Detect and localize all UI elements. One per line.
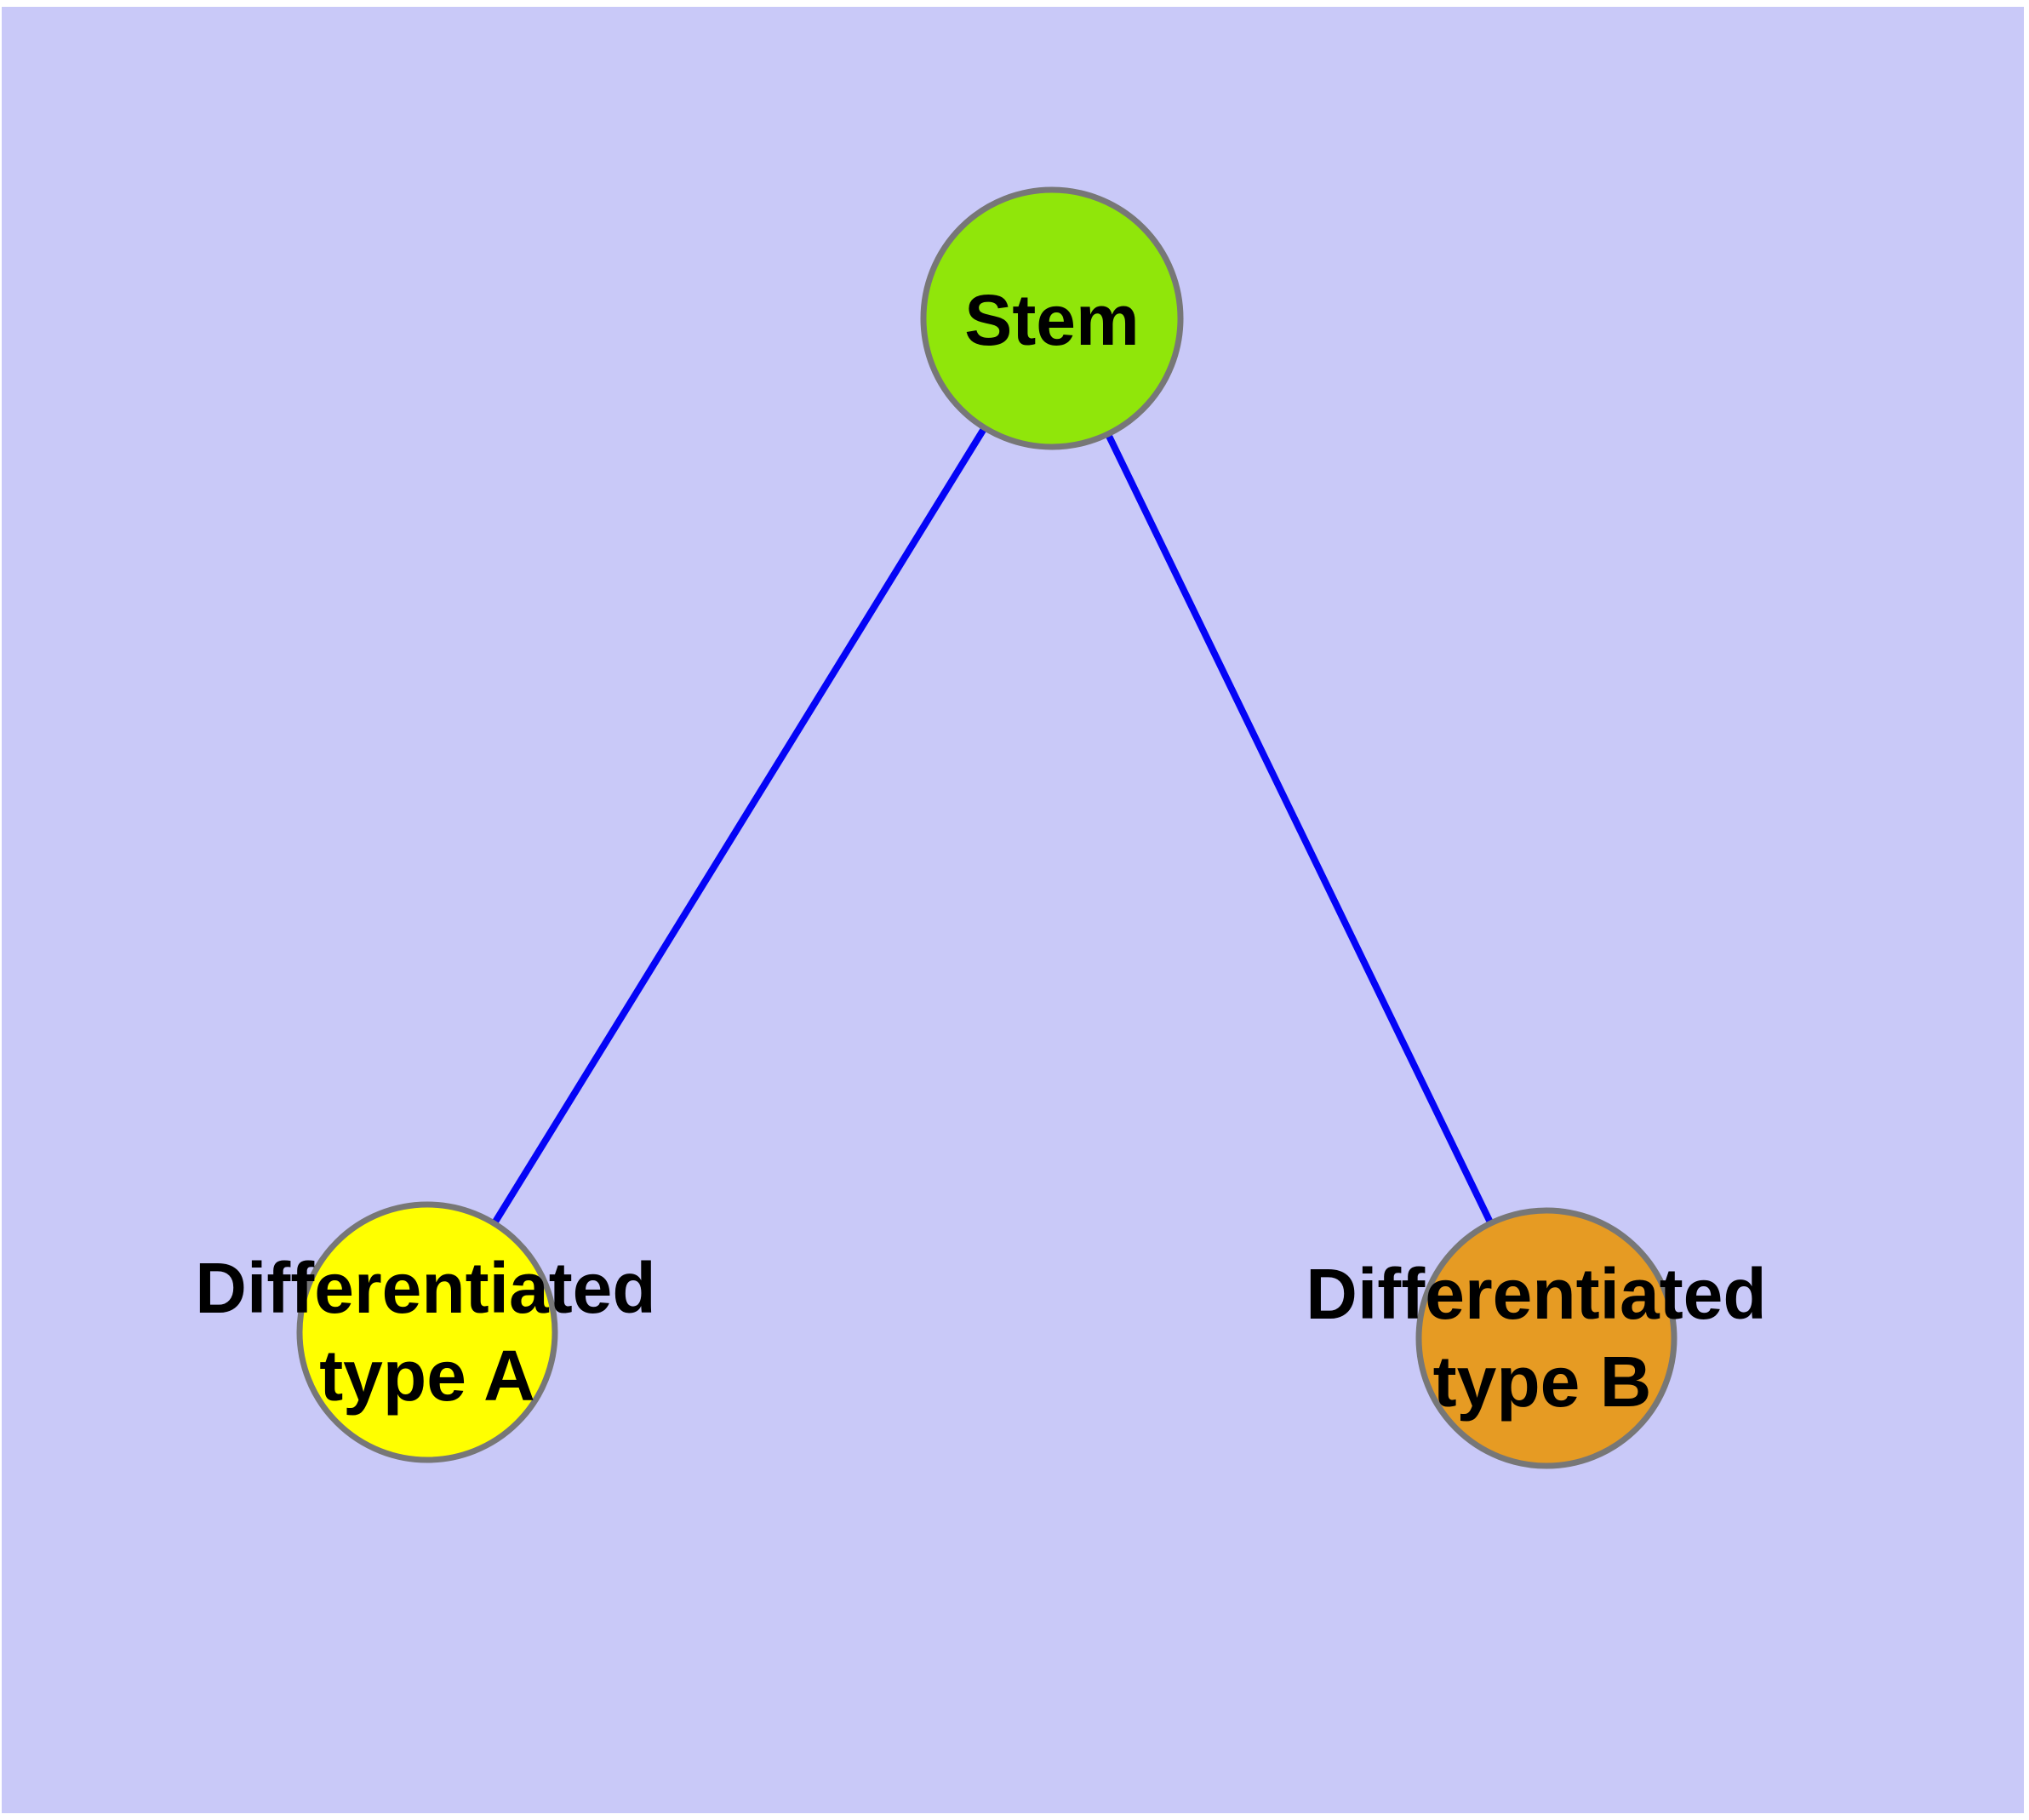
node-differentiated-type-a <box>296 1201 558 1463</box>
node-differentiated-type-b <box>1415 1207 1677 1469</box>
edge-stem-to-type-a <box>424 316 1055 1335</box>
edge-stem-to-type-b <box>1049 317 1550 1340</box>
node-type-b-label-line1: Differentiated <box>1306 1254 1766 1334</box>
node-stem-label: Stem <box>964 280 1139 360</box>
node-type-a-label-line1: Differentiated <box>195 1248 655 1328</box>
node-type-a-label-line2: type A <box>319 1336 535 1416</box>
node-stem <box>920 186 1184 450</box>
node-type-b-label-line2: type B <box>1433 1342 1652 1422</box>
